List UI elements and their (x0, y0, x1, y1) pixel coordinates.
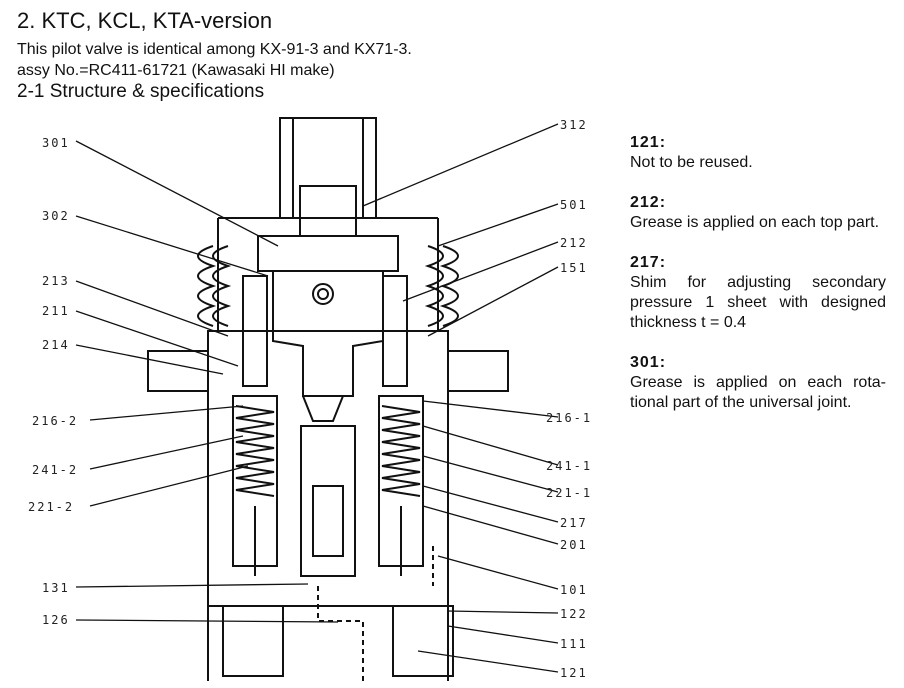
note-text: Shim for adjusting secondary pressure 1 … (630, 274, 886, 331)
note-212: 212: Grease is applied on each top part. (630, 193, 886, 233)
specification-notes: 121: Not to be reused. 212: Grease is ap… (630, 133, 886, 433)
note-key: 301: (630, 354, 667, 371)
callout-501: 501 (560, 198, 588, 212)
note-text: Grease is applied on each top part. (630, 214, 880, 231)
callout-101: 101 (560, 583, 588, 597)
port-right (392, 605, 454, 677)
joint-pin (312, 283, 334, 305)
callout-111: 111 (560, 637, 588, 651)
callout-213: 213 (42, 274, 70, 288)
callout-312: 312 (560, 118, 588, 132)
note-text: Not to be reused. (630, 154, 753, 171)
note-key: 212: (630, 194, 667, 211)
callout-126: 126 (42, 613, 70, 627)
callout-302: 302 (42, 209, 70, 223)
callout-212: 212 (560, 236, 588, 250)
callout-301: 301 (42, 136, 70, 150)
subheading: 2-1 Structure & specifications (17, 81, 265, 102)
note-301: 301: Grease is applied on each rota-tion… (630, 353, 886, 413)
callout-217: 217 (560, 516, 588, 530)
callout-121: 121 (560, 666, 588, 680)
mount-flange-left (147, 350, 209, 392)
leader-lines (75, 123, 559, 673)
mount-flange-right (447, 350, 509, 392)
callout-151: 151 (560, 261, 588, 275)
callout-221-1: 221-1 (546, 486, 592, 500)
boot-right (439, 245, 459, 327)
callout-241-1: 241-1 (546, 459, 592, 473)
note-key: 121: (630, 134, 667, 151)
callout-216-2: 216-2 (32, 414, 78, 428)
callout-214: 214 (42, 338, 70, 352)
section-heading: 2. KTC, KCL, KTA-version (17, 8, 273, 33)
callout-216-1: 216-1 (546, 411, 592, 425)
note-121: 121: Not to be reused. (630, 133, 886, 173)
callout-131: 131 (42, 581, 70, 595)
note-217: 217: Shim for adjusting secondary pressu… (630, 253, 886, 333)
callout-241-2: 241-2 (32, 463, 78, 477)
port-left (222, 605, 284, 677)
callout-211: 211 (42, 304, 70, 318)
push-rod-left (242, 275, 268, 387)
pilot-valve-cross-section-drawing: 301 302 213 211 214 216-2 241-2 221-2 13… (28, 117, 592, 681)
push-rod-right (382, 275, 408, 387)
note-key: 217: (630, 254, 667, 271)
callout-201: 201 (560, 538, 588, 552)
lever-shaft (279, 117, 377, 219)
callout-122: 122 (560, 607, 588, 621)
boot-left (197, 245, 217, 327)
callout-221-2: 221-2 (28, 500, 74, 514)
intro-line-1: This pilot valve is identical among KX-9… (17, 41, 412, 58)
note-text: Grease is applied on each rota-tional pa… (630, 374, 886, 411)
intro-line-2: assy No.=RC411-61721 (Kawasaki HI make) (17, 62, 335, 79)
